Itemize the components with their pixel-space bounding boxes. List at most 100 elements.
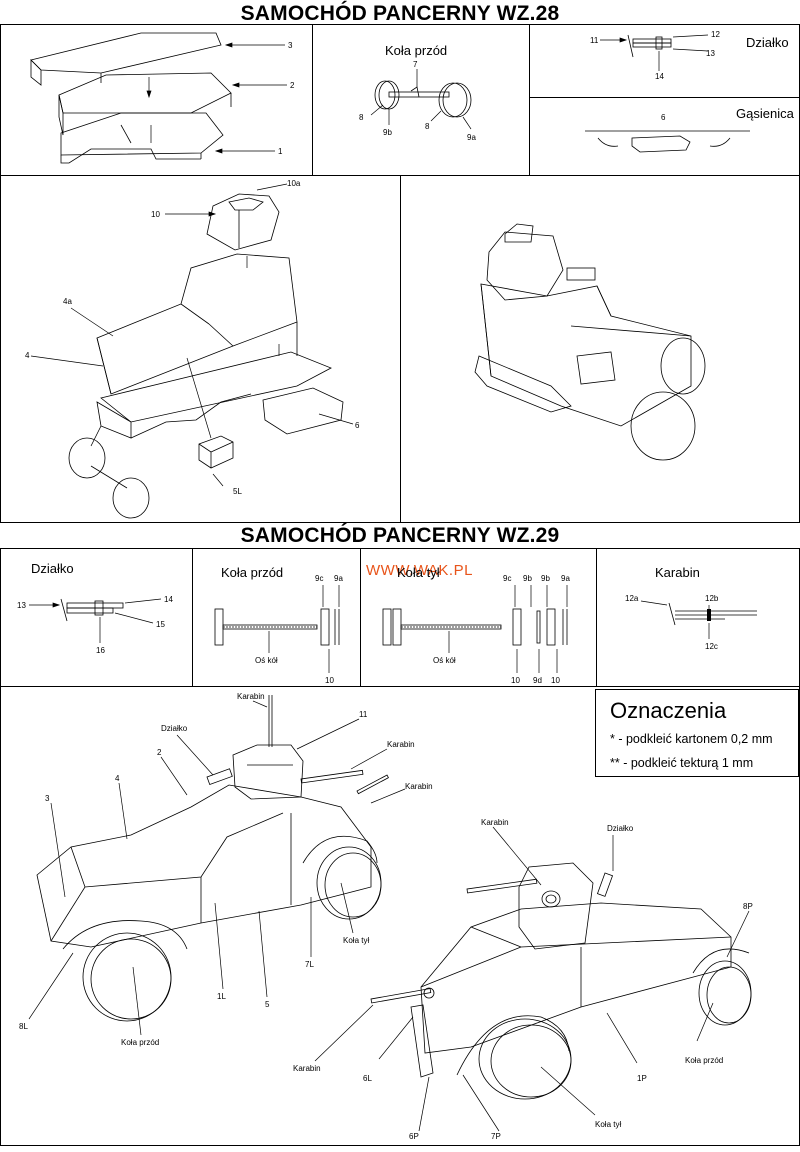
label-kola-tyl-right: Koła tył	[595, 1120, 621, 1129]
panel-wz28-hull-parts: 3 2 1	[0, 24, 313, 176]
front-wheels-drawing: 7 8 9b 8 9a	[359, 60, 476, 142]
label-10-front: 10	[325, 676, 334, 685]
label-11: 11	[590, 36, 599, 45]
label-12: 12	[711, 30, 720, 39]
label-14-wz29: 14	[164, 595, 173, 604]
panel-wz28-gun: Działko 11 12 13 14	[529, 24, 800, 98]
panel-title-front-wheels-wz29: Koła przód	[221, 565, 284, 580]
panel-wz29-rifle: Karabin 12a 12b 12c	[596, 548, 800, 687]
front-wheels-wz29-drawing: 9c 9a Oś kół 10	[214, 574, 343, 685]
label-karabin-2: Karabin	[387, 740, 415, 749]
label-7P: 7P	[491, 1132, 501, 1141]
panel-title-track: Gąsienica	[736, 106, 794, 121]
label-9a-front: 9a	[334, 574, 343, 583]
label-11-left: 11	[359, 710, 368, 719]
label-4: 4	[25, 351, 30, 360]
label-4a: 4a	[63, 297, 72, 306]
label-16-wz29: 16	[96, 646, 105, 655]
legend-box: Oznaczenia * - podkleić kartonem 0,2 mm …	[595, 689, 799, 777]
label-6-exploded: 6	[355, 421, 360, 430]
panel-wz29-gun: Działko 13 14 15 16	[0, 548, 193, 687]
label-karabin-front: Karabin	[293, 1064, 321, 1073]
label-9b-rear: 9b	[523, 574, 532, 583]
label-5: 5	[265, 1000, 270, 1009]
label-3-left: 3	[45, 794, 50, 803]
label-axle-rear: Oś kół	[433, 656, 456, 665]
gun-wz29-drawing: 13 14 15 16	[17, 595, 173, 655]
label-13: 13	[706, 49, 715, 58]
label-kola-przod-right: Koła przód	[685, 1056, 723, 1065]
panel-wz28-track: Gąsienica 6	[529, 97, 800, 176]
label-6P: 6P	[409, 1132, 419, 1141]
label-5L: 5L	[233, 487, 242, 496]
label-9b-rear-2: 9b	[541, 574, 550, 583]
legend-row-2: ** - podkleić tekturą 1 mm	[610, 756, 754, 770]
panel-title-gun: Działko	[746, 35, 789, 50]
label-8b: 8	[425, 122, 430, 131]
title-wz29: SAMOCHÓD PANCERNY WZ.29	[240, 524, 560, 547]
panel-wz29-front-wheels: Koła przód 9c 9a Oś kół 10	[192, 548, 361, 687]
vehicle-left	[36, 695, 389, 1022]
label-10a: 10a	[287, 179, 301, 188]
label-dzialko-left: Działko	[161, 724, 188, 733]
label-karabin-right: Karabin	[481, 818, 509, 827]
panel-title-front-wheels: Koła przód	[385, 43, 448, 58]
panel-wz29-rear-wheels: Koła tył 9c 9b 9b 9a Oś	[360, 548, 597, 687]
label-8L: 8L	[19, 1022, 28, 1031]
label-1L: 1L	[217, 992, 226, 1001]
label-7: 7	[413, 60, 418, 69]
panel-wz28-exploded: 10a 10 4a 4 6 5L	[0, 175, 401, 523]
label-9b: 9b	[383, 128, 392, 137]
gun-drawing: 11 12 13 14	[590, 30, 720, 81]
label-6L: 6L	[363, 1074, 372, 1083]
label-10-rear-2: 10	[551, 676, 560, 685]
panel-title-rear-wheels: Koła tył	[397, 565, 440, 580]
label-9c-rear: 9c	[503, 574, 511, 583]
label-9d-rear: 9d	[533, 676, 542, 685]
rear-wheels-drawing: 9c 9b 9b 9a Oś kół 10 9d 10	[382, 574, 570, 685]
label-8: 8	[359, 113, 364, 122]
label-9a-rear: 9a	[561, 574, 570, 583]
assembled-drawing	[474, 223, 706, 461]
label-kola-tyl-left: Koła tył	[343, 936, 369, 945]
label-9c-front: 9c	[315, 574, 323, 583]
exploded-drawing: 10a 10 4a 4 6 5L	[25, 179, 360, 519]
label-karabin-1: Karabin	[237, 692, 265, 701]
panel-title-rifle: Karabin	[655, 565, 700, 580]
label-2-left: 2	[157, 748, 162, 757]
watermark: WWW.WAK.PL	[366, 562, 473, 579]
rifle-drawing: 12a 12b 12c	[625, 594, 757, 651]
legend-title: Oznaczenia	[610, 698, 727, 723]
label-15-wz29: 15	[156, 620, 165, 629]
panel-wz28-assembled	[400, 175, 800, 523]
hull-parts-drawing: 3 2 1	[30, 32, 295, 164]
label-axle-front: Oś kół	[255, 656, 278, 665]
label-10: 10	[151, 210, 160, 219]
label-1P: 1P	[637, 1074, 647, 1083]
panel-wz29-assembly: Karabin Działko 11 2 Karabin 4 Karabin 3…	[0, 686, 800, 1146]
panel-title-gun-wz29: Działko	[31, 561, 74, 576]
title-wz28: SAMOCHÓD PANCERNY WZ.28	[240, 2, 560, 25]
label-karabin-3: Karabin	[405, 782, 433, 791]
label-4-left: 4	[115, 774, 120, 783]
label-dzialko-right: Działko	[607, 824, 634, 833]
panel-wz28-front-wheels: Koła przód 7 8 9b 8 9a	[312, 24, 530, 176]
label-12c: 12c	[705, 642, 718, 651]
label-3: 3	[288, 41, 293, 50]
vehicle-right	[370, 862, 752, 1100]
assembly-drawing: Karabin Działko 11 2 Karabin 4 Karabin 3…	[19, 692, 753, 1141]
label-14: 14	[655, 72, 664, 81]
label-6: 6	[661, 113, 666, 122]
label-13-wz29: 13	[17, 601, 26, 610]
label-7L: 7L	[305, 960, 314, 969]
label-9a: 9a	[467, 133, 476, 142]
legend-row-1: * - podkleić kartonem 0,2 mm	[610, 732, 773, 746]
label-1: 1	[278, 147, 283, 156]
label-2: 2	[290, 81, 295, 90]
label-8P: 8P	[743, 902, 753, 911]
label-kola-przod-left: Koła przód	[121, 1038, 159, 1047]
label-10-rear: 10	[511, 676, 520, 685]
track-drawing: 6	[585, 113, 750, 153]
label-12b: 12b	[705, 594, 719, 603]
label-12a: 12a	[625, 594, 639, 603]
